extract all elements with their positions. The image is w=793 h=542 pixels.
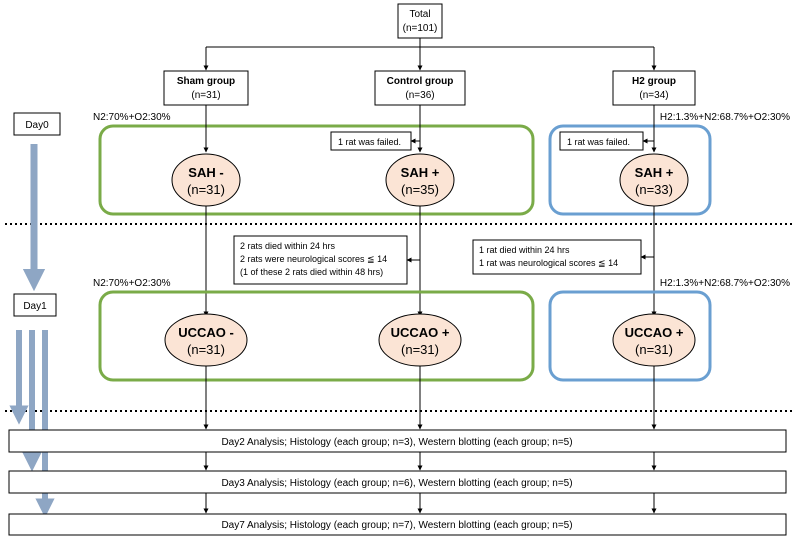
h2-fail-text: 1 rat was failed. [567,137,630,147]
control-group-n: (n=36) [405,90,434,101]
h2-group-n: (n=34) [639,90,668,101]
control-fail-text: 1 rat was failed. [338,137,401,147]
control-day1-line: 2 rats died within 24 hrs [240,241,336,251]
sah-oval-sham [171,153,241,207]
day7-analysis-text: Day7 Analysis; Histology (each group; n=… [221,520,572,531]
day0-box [13,112,61,136]
h2-group-box [612,70,696,106]
sah-n: (n=33) [635,182,673,197]
control-group-name: Control group [387,76,454,87]
uccao-label: UCCAO - [178,325,234,340]
day1-label: Day1 [23,301,47,312]
sham-control-day1-frame [98,290,535,382]
uccao-oval-control [378,313,462,367]
gas-label-h2-day1: H2:1.3%+N2:68.7%+O2:30% [660,278,790,289]
control-group-box [374,70,466,106]
sah-label: SAH - [188,165,223,180]
control-day1-note [233,235,408,285]
h2-day1-line: 1 rat was neurological scores ≦ 14 [479,258,618,268]
h2-day1-frame [548,290,712,382]
uccao-n: (n=31) [635,342,673,357]
sham-group-box [163,70,249,106]
day2-analysis-box [8,429,787,453]
gas-label-h2-day0: H2:1.3%+N2:68.7%+O2:30% [660,112,790,123]
uccao-n: (n=31) [187,342,225,357]
h2-fail-note [559,131,644,151]
uccao-oval-sham [164,313,248,367]
day0-label: Day0 [25,120,49,131]
h2-day0-frame [548,124,712,216]
sham-group-n: (n=31) [191,90,220,101]
total-title: Total [409,9,430,20]
control-fail-note [330,131,412,151]
gas-label-sham-control-day0: N2:70%+O2:30% [93,112,171,123]
day3-analysis-box [8,470,787,494]
uccao-label: UCCAO + [625,325,684,340]
gas-label-sham-control-day1: N2:70%+O2:30% [93,278,171,289]
h2-day1-note [472,239,642,275]
sah-label: SAH + [401,165,440,180]
uccao-label: UCCAO + [391,325,450,340]
sah-oval-h2 [619,153,689,207]
day3-analysis-text: Day3 Analysis; Histology (each group; n=… [221,478,572,489]
uccao-n: (n=31) [401,342,439,357]
h2-day1-line: 1 rat died within 24 hrs [479,245,570,255]
sah-label: SAH + [635,165,674,180]
sham-control-day0-frame [98,124,535,216]
total-n: (n=101) [403,23,438,34]
h2-group-name: H2 group [632,76,676,87]
day2-analysis-text: Day2 Analysis; Histology (each group; n=… [221,437,572,448]
sah-oval-control [385,153,455,207]
sah-n: (n=31) [187,182,225,197]
day7-analysis-box [8,513,787,536]
control-day1-line: (1 of these 2 rats died within 48 hrs) [240,267,383,277]
sham-group-name: Sham group [177,76,235,87]
day1-box [13,293,57,317]
sah-n: (n=35) [401,182,439,197]
control-day1-line: 2 rats were neurological scores ≦ 14 [240,254,387,264]
uccao-oval-h2 [612,313,696,367]
